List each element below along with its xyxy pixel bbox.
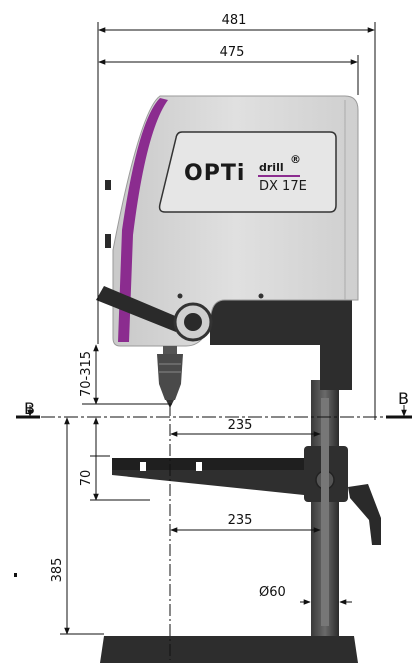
center-lines	[16, 404, 412, 660]
spindle	[163, 346, 177, 354]
section-label-right: B	[398, 389, 409, 408]
section-label-left: B	[24, 399, 35, 418]
drill-press-machine: OPTi drill ® DX 17E	[96, 95, 381, 663]
dim-spindle-travel: 70-315	[79, 351, 94, 397]
column-rack	[321, 398, 329, 626]
machine-base	[100, 636, 358, 663]
stray-mark	[14, 573, 17, 577]
logo-sub: drill	[259, 161, 284, 174]
side-button-lower	[105, 234, 111, 248]
dim-overall-width: 481	[222, 13, 247, 28]
logo-model: DX 17E	[259, 179, 307, 194]
drill-chuck	[157, 354, 183, 400]
logo-panel	[158, 131, 337, 213]
logo-reg: ®	[290, 153, 301, 166]
table-top	[112, 458, 304, 470]
dim-table-thickness: 70	[79, 470, 94, 487]
dim-column-diameter: Ø60	[259, 585, 286, 600]
dim-table-to-base: 385	[50, 558, 65, 583]
clamp-lever	[348, 484, 381, 545]
dim-spindle-to-column-upper: 235	[228, 418, 253, 433]
head-lower-housing	[210, 300, 352, 390]
logo-brand: OPTi	[184, 161, 245, 186]
feed-handle	[96, 286, 180, 332]
accent-strip	[118, 98, 168, 342]
dimension-lines	[60, 22, 376, 635]
dim-spindle-to-column-lower: 235	[228, 513, 253, 528]
dim-head-width: 475	[220, 45, 245, 60]
side-button-upper	[105, 180, 111, 190]
